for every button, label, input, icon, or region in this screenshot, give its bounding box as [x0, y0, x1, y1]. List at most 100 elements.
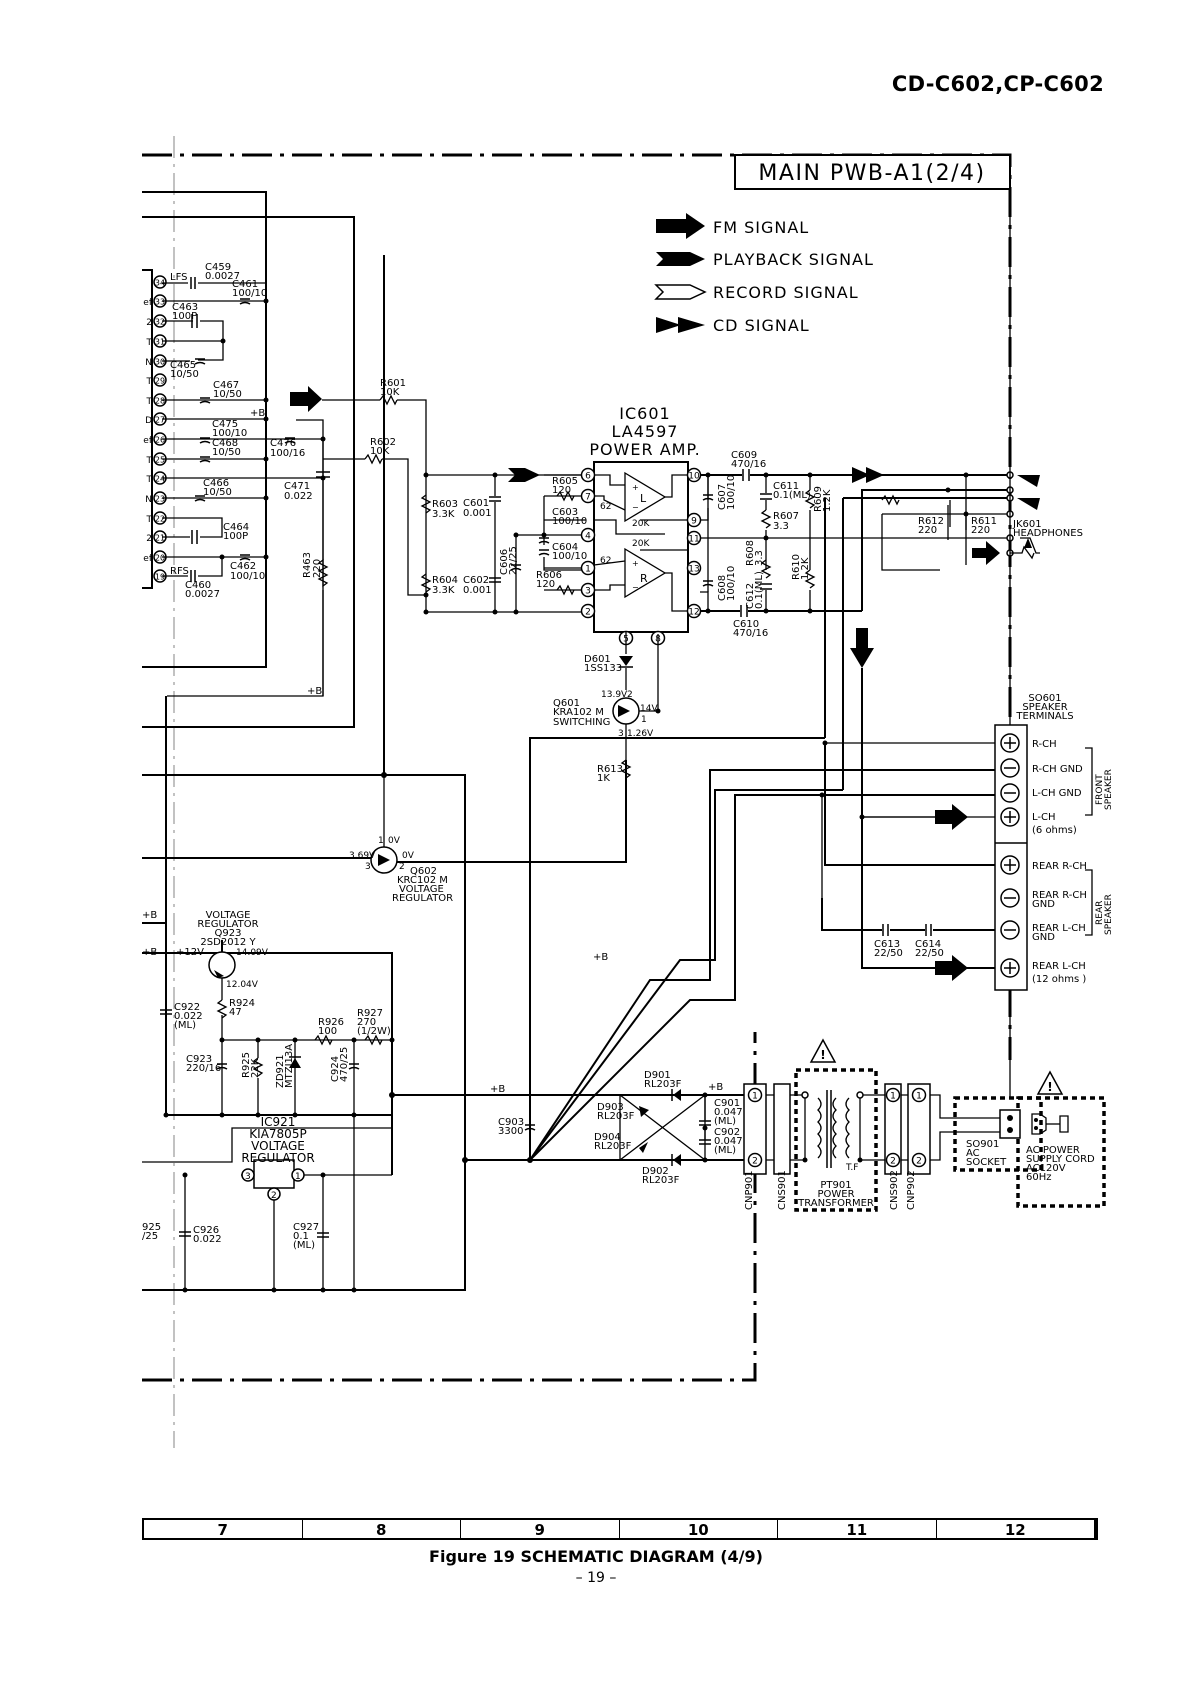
ic601-pin-number: 7 — [585, 493, 591, 503]
c461-ref: C461 — [232, 279, 258, 290]
left-component-wiring — [162, 277, 330, 696]
c926-val: 0.022 — [193, 1234, 222, 1245]
left-ic-pin-number: 22 — [155, 515, 165, 524]
terminal-label-7: REAR L-CH — [1032, 923, 1086, 934]
plusb-4: +B — [142, 947, 157, 958]
left-pin-label: T — [146, 515, 153, 525]
c602-ref: C602 — [463, 575, 489, 586]
ic601-pin-number: 12 — [688, 608, 699, 618]
left-pin-label: T — [146, 377, 153, 387]
ic601-pin-number: 10 — [688, 472, 700, 482]
c603-ref: C603 — [552, 507, 578, 518]
r609-ref: R609 — [813, 486, 824, 512]
cnp901-label: CNP901 — [744, 1170, 755, 1210]
ic601-r62-a: 62 — [600, 502, 611, 512]
c464-ref: C464 — [223, 522, 249, 533]
cns902-label: CNS902 — [889, 1170, 900, 1210]
input-stage — [322, 394, 600, 615]
jk601-func: HEADPHONES — [1013, 528, 1083, 539]
model-header: CD-C602,CP-C602 — [891, 72, 1104, 96]
ic601-pin — [580, 582, 596, 598]
rear-speaker-arrow-icon — [935, 955, 968, 981]
r610-val: 1.2K — [800, 557, 811, 580]
r610-ref: R610 — [791, 554, 802, 580]
q602-func2: REGULATOR — [392, 893, 453, 904]
left-ic-pin-number: 25 — [155, 456, 165, 465]
r607-val: 3.3 — [773, 521, 789, 532]
transformer-pin — [801, 1091, 809, 1099]
pt901-func1: POWER — [817, 1189, 854, 1200]
ic601-pin — [580, 488, 596, 504]
d903-val: RL203F — [597, 1111, 635, 1122]
c603-val: 100/10 — [552, 516, 587, 527]
ic601-ch-r: R — [640, 572, 648, 585]
headphone-jack-icon — [1006, 471, 1040, 560]
c468-val: 10/50 — [212, 447, 241, 458]
ic601-pin-number: 13 — [688, 565, 699, 575]
connector-pin — [747, 1152, 763, 1168]
regulator-section — [142, 940, 395, 1293]
playback-input-arrow-icon — [508, 468, 540, 482]
c463-ref: C463 — [172, 302, 198, 313]
speaker-down-arrow-icon — [850, 628, 874, 668]
ic601-pin-number: 4 — [585, 532, 591, 542]
q923-part: 2SD2012 Y — [200, 937, 256, 948]
zd921-ref: ZD921 — [275, 1054, 286, 1088]
ic601-pin-number: 6 — [585, 472, 591, 482]
c927-val: 0.1 — [293, 1231, 309, 1242]
left-ic-pin-number: 20 — [155, 554, 165, 563]
c612-ref: C612 — [745, 583, 756, 609]
ac-plug-icon — [1031, 1113, 1069, 1135]
r926-ref: R926 — [318, 1017, 344, 1028]
fm-signal-arrow-icon — [656, 213, 705, 239]
c461-val: 100/10 — [232, 288, 267, 299]
q602-v2: 0V — [402, 851, 415, 861]
cnp902-label: CNP902 — [906, 1170, 917, 1210]
ic601-r20k-b: 20K — [632, 539, 650, 549]
r602-val: 10K — [370, 446, 390, 457]
speaker-terminal-symbols — [1000, 733, 1020, 978]
d903-ref: D903 — [597, 1102, 624, 1113]
r605-ref: R605 — [552, 476, 578, 487]
c610-val: 470/16 — [733, 628, 768, 639]
cd-output-arrow-icon — [852, 467, 884, 483]
r601-val: 10K — [380, 387, 400, 398]
c902-ref: C902 — [714, 1127, 740, 1138]
q602-pin3: 3 — [365, 862, 371, 872]
grid-reference-bar: 7 8 9 10 11 12 — [142, 1518, 1098, 1540]
ic921-pin3: 3 — [245, 1172, 251, 1182]
connector-pin-number: 1 — [752, 1092, 758, 1102]
so901-ref: SO901 — [966, 1139, 999, 1150]
c471-val: 0.022 — [284, 491, 313, 502]
ic601-pin — [580, 603, 596, 619]
connector-pin-number: 2 — [916, 1157, 922, 1167]
q602-part: KRC102 M — [397, 875, 448, 886]
ic601-pin-number: 1 — [585, 565, 591, 575]
board-title-box: MAIN PWB-A1(2/4) — [734, 154, 1011, 190]
c604-ref: C604 — [552, 542, 578, 553]
grid-col-9: 9 — [461, 1520, 620, 1539]
warning-triangle-icon-2: ! — [1036, 1070, 1064, 1095]
so901-l3: SOCKET — [966, 1157, 1007, 1168]
r607-ref: R607 — [773, 511, 799, 522]
grid-col-12: 12 — [1004, 1521, 1026, 1539]
signal-legend: FM SIGNAL PLAYBACK SIGNAL RECORD SIGNAL … — [654, 213, 873, 335]
c475-ref: C475 — [212, 419, 238, 430]
board-title: MAIN PWB-A1(2/4) — [758, 161, 985, 186]
c612-val: 0.1(ML) — [754, 571, 765, 609]
c922-note: (ML) — [174, 1020, 196, 1031]
c467-val: 10/50 — [213, 389, 242, 400]
schematic-diagram: MAIN PWB-A1(2/4) FM SIGNAL PLAYBACK SIGN… — [142, 136, 1114, 1448]
q602-func1: VOLTAGE — [399, 884, 444, 895]
left-ic-pin-number: 27 — [155, 416, 165, 425]
c614-val: 22/50 — [915, 948, 944, 959]
c925-val-partial: /25 — [142, 1231, 158, 1242]
board-outline — [142, 136, 1012, 1448]
ic601-power-amp: IC601 LA4597 POWER AMP. +− +− L R 20K 20… — [589, 404, 700, 633]
grid-col-10: 10 — [620, 1520, 778, 1539]
ac-cord-l2: SUPPLY CORD — [1026, 1154, 1095, 1165]
c922-ref: C922 — [174, 1002, 200, 1013]
pt901-ref: PT901 — [820, 1180, 851, 1191]
pt901-func2: TRANSFORMER — [797, 1198, 874, 1209]
